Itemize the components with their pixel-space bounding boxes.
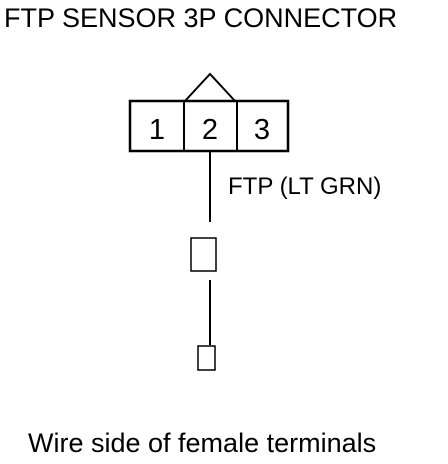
ftp-wire-label: FTP (LT GRN) [228, 173, 381, 200]
connector-lock-tab [184, 72, 236, 102]
female-terminal-lower [197, 345, 216, 371]
pin-3-label: 3 [254, 114, 270, 146]
pin-2-label: 2 [202, 114, 218, 146]
diagram-title: FTP SENSOR 3P CONNECTOR [4, 3, 398, 33]
female-terminal-upper [190, 237, 217, 272]
diagram-caption: Wire side of female terminals [28, 428, 377, 458]
pin-1-label: 1 [149, 114, 165, 146]
